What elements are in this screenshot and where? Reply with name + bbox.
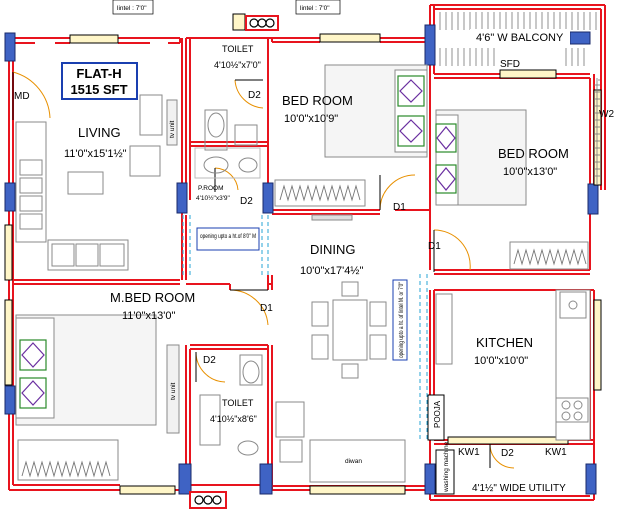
window-kw1-left: KW1 xyxy=(458,447,480,458)
window-w2: W2 xyxy=(599,109,614,120)
balcony-hatch xyxy=(439,12,600,185)
top-notes xyxy=(112,0,341,15)
kitchen-label: KITCHEN xyxy=(476,335,533,350)
lintel-note-left: lintel : 7'0" xyxy=(117,5,147,12)
window-sfd: SFD xyxy=(500,59,520,70)
door-d2-toilet: D2 xyxy=(248,90,261,101)
toilet-2-size: 4'10½"x8'6" xyxy=(210,414,257,424)
toilet-2-label: TOILET xyxy=(222,398,254,408)
bedroom-1-label: BED ROOM xyxy=(282,93,353,108)
bedroom-1-size: 10'0"x10'9" xyxy=(284,113,338,125)
toilet-1-label: TOILET xyxy=(222,44,254,54)
lintel-note-right: lintel : 7'0" xyxy=(300,5,330,12)
door-d1-mbed: D1 xyxy=(260,303,273,314)
flat-label-box xyxy=(61,62,138,100)
living-label: LIVING xyxy=(78,125,121,140)
flat-area: 1515 SFT xyxy=(70,82,127,97)
bedroom-2-size: 10'0"x13'0" xyxy=(503,166,557,178)
windows xyxy=(4,13,602,495)
washing-machine-label: washing machine xyxy=(443,441,450,493)
balcony-label-bg xyxy=(470,29,570,45)
living-size: 11'0"x15'1½" xyxy=(64,148,127,160)
duct-bottom xyxy=(189,491,227,509)
kitchen-size: 10'0"x10'0" xyxy=(474,355,528,367)
opening-1-label: opening upto a ht.of 8'0" M xyxy=(200,233,256,240)
flat-name: FLAT-H xyxy=(76,66,121,81)
utility-label: 4'1½" WIDE UTILITY xyxy=(472,483,566,494)
door-d1-dining: D1 xyxy=(428,241,441,252)
door-swings xyxy=(12,71,515,469)
tv-unit-2: tv unit xyxy=(170,382,177,400)
proom-label: P.ROOM xyxy=(198,185,224,192)
duct-top xyxy=(245,15,279,31)
door-d1-bed: D1 xyxy=(393,202,406,213)
diwan-label: diwan xyxy=(345,458,362,465)
door-d2-utility: D2 xyxy=(501,448,514,459)
toilet-1-size: 4'10½"x7'0" xyxy=(214,60,261,70)
master-bedroom-label: M.BED ROOM xyxy=(110,290,195,305)
door-md: MD xyxy=(14,91,30,102)
window-kw1-right: KW1 xyxy=(545,447,567,458)
balcony-side-hatch xyxy=(594,84,600,177)
master-bedroom-size: 11'0"x13'0" xyxy=(122,310,175,322)
door-d2-proom: D2 xyxy=(240,196,253,207)
door-d2-toilet2: D2 xyxy=(203,355,216,366)
tv-unit-1: tv unit xyxy=(169,120,176,138)
opening-1-box xyxy=(196,227,260,251)
proom-size: 4'10½"x3'9" xyxy=(196,194,231,202)
columns xyxy=(4,24,599,495)
dining-size: 10'0"x17'4½" xyxy=(300,265,363,277)
openings-lines xyxy=(182,215,428,440)
bed-pillows xyxy=(19,75,457,409)
pooja-label: POOJA xyxy=(433,400,442,428)
opening-2-box xyxy=(392,279,408,361)
opening-2-label: opening upto a ht. of lintel M. or 7'0" xyxy=(398,282,405,358)
bedroom-2-label: BED ROOM xyxy=(498,146,569,161)
wardrobe-hangers xyxy=(21,184,587,478)
dining-label: DINING xyxy=(310,242,356,257)
balcony-label: 4'6" W BALCONY xyxy=(476,32,564,44)
